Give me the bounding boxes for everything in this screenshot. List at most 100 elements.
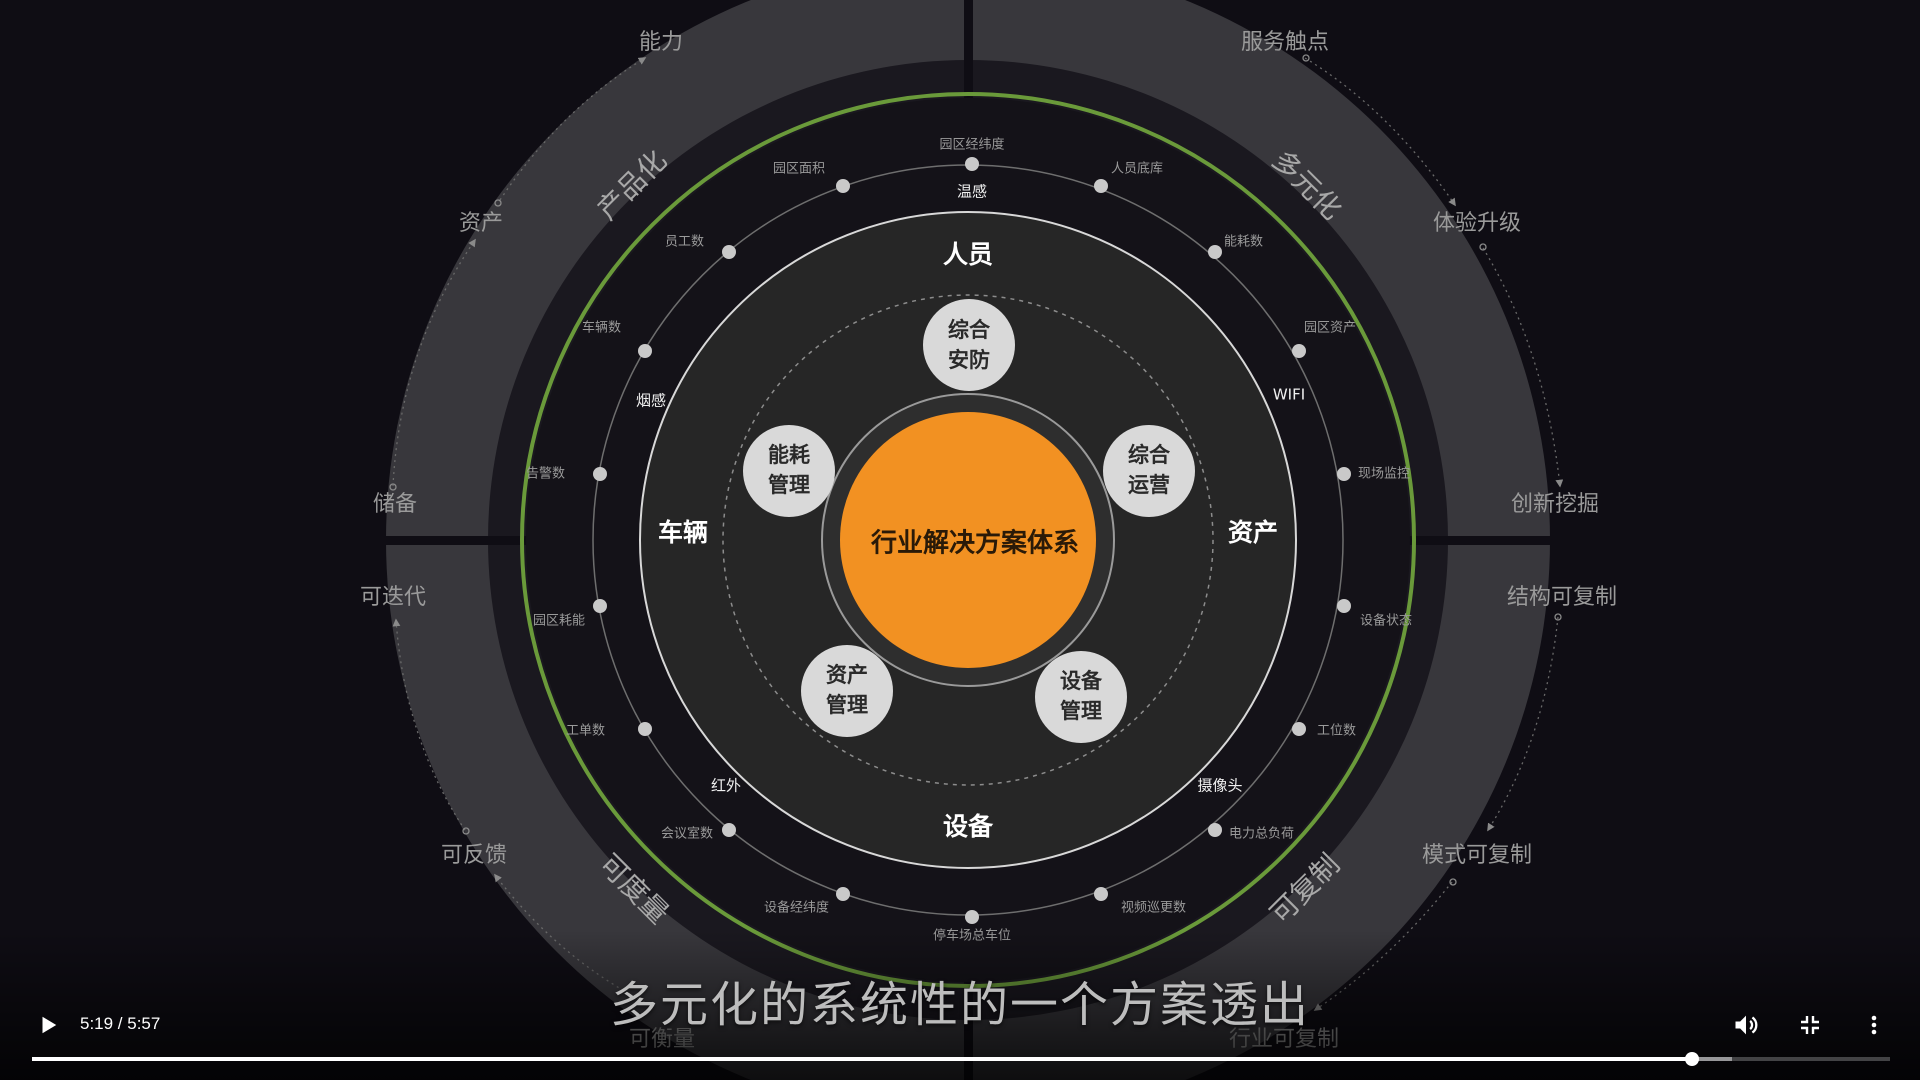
metric-node: 园区耗能 (533, 599, 607, 629)
module-bubble-circle (1035, 651, 1127, 743)
axis-label-top: 人员 (943, 240, 993, 269)
more-vert-icon (1871, 1015, 1877, 1035)
metric-node: 设备经纬度 (764, 887, 850, 916)
module-bubble: 综合 运营 (1103, 425, 1195, 517)
metric-node: 园区资产 (1292, 321, 1356, 358)
progress-bar[interactable] (32, 1052, 1890, 1066)
module-bubble: 能耗 管理 (743, 425, 835, 517)
module-orbit (722, 294, 1214, 786)
module-label-line2: 安防 (948, 348, 990, 372)
flow-node (1302, 54, 1310, 62)
flow-node (494, 199, 502, 207)
module-label-line1: 资产 (826, 663, 868, 687)
metric-dot (722, 245, 736, 259)
metric-node: 告警数 (526, 466, 607, 482)
metric-dot (593, 599, 607, 613)
metric-label: 视频巡更数 (1121, 901, 1186, 916)
metric-node: 工位数 (1292, 722, 1356, 739)
video-subtitle: 多元化的系统性的一个方案透出 (609, 977, 1310, 1033)
outer-flow-label: 结构可复制 (1507, 585, 1617, 610)
metric-node: 车辆数 (582, 320, 652, 358)
sensor-label: WIFI (1273, 386, 1305, 404)
metric-label: 园区面积 (773, 162, 825, 177)
metric-label: 人员底库 (1111, 161, 1163, 177)
metric-dot (638, 722, 652, 736)
metric-node: 能耗数 (1208, 235, 1263, 259)
metric-label: 员工数 (665, 235, 704, 250)
metric-label: 能耗数 (1224, 235, 1263, 250)
metric-dot (1094, 887, 1108, 901)
module-label-line1: 能耗 (768, 443, 810, 467)
center-label: 行业解决方案体系 (870, 528, 1079, 559)
volume-icon (1735, 1015, 1758, 1035)
module-bubble: 设备 管理 (1035, 651, 1127, 743)
metric-node: 工单数 (566, 722, 652, 739)
volume-button[interactable] (1724, 1003, 1768, 1047)
more-options-button[interactable] (1852, 1003, 1896, 1047)
center-circle (840, 412, 1096, 668)
metric-dot (965, 157, 979, 171)
metric-label: 工位数 (1317, 724, 1356, 739)
metric-dot (722, 823, 736, 837)
flow-arrow (392, 238, 476, 487)
exit-fullscreen-icon (1801, 1016, 1819, 1034)
play-icon (42, 1016, 57, 1034)
flow-node (1479, 243, 1487, 251)
metric-node: 人员底库 (1094, 161, 1163, 193)
flow-arrow (1482, 247, 1564, 488)
metric-node: 电力总负荷 (1208, 823, 1294, 842)
flow-arrow (1304, 57, 1456, 207)
module-bubble-circle (801, 645, 893, 737)
metric-label: 会议室数 (661, 826, 713, 842)
metric-label: 停车场总车位 (933, 928, 1011, 944)
flow-arrow (1487, 616, 1559, 832)
scrubber-handle[interactable] (1685, 1052, 1700, 1066)
metric-label: 现场监控 (1358, 467, 1410, 482)
sensor-label: 摄像头 (1197, 777, 1242, 795)
flow-node (1554, 613, 1562, 621)
module-bubble: 资产 管理 (801, 645, 893, 737)
outer-flow-label: 体验升级 (1433, 211, 1521, 236)
metric-node: 视频巡更数 (1094, 887, 1186, 916)
metric-label: 电力总负荷 (1229, 827, 1294, 842)
flow-node (1449, 878, 1457, 886)
play-button[interactable] (26, 1003, 70, 1047)
metric-dot (836, 179, 850, 193)
metric-dot (1337, 599, 1351, 613)
flow-node (462, 827, 470, 835)
metric-label: 设备经纬度 (764, 900, 829, 916)
outer-flow-label: 可迭代 (360, 585, 426, 610)
flow-arrow (392, 618, 466, 831)
module-bubble-circle (1103, 425, 1195, 517)
module-bubble-circle (923, 299, 1015, 391)
sensor-label: 温感 (957, 183, 987, 201)
metric-dot (1337, 467, 1351, 481)
metric-node: 设备状态 (1337, 599, 1412, 629)
flow-arrow (499, 57, 647, 201)
outer-flow-label: 创新挖掘 (1511, 492, 1599, 517)
metric-node: 现场监控 (1337, 467, 1410, 482)
outer-flow-label: 服务触点 (1241, 30, 1329, 55)
metric-dot (1208, 823, 1222, 837)
time-display: 5:19 / 5:57 (80, 1014, 161, 1033)
module-label-line2: 管理 (826, 693, 868, 717)
metric-node: 员工数 (665, 235, 736, 259)
metric-dot (1094, 179, 1108, 193)
module-label-line1: 综合 (948, 318, 991, 342)
module-bubble: 综合 安防 (923, 299, 1015, 391)
outer-flow-label: 可反馈 (441, 843, 507, 868)
sensor-label: 烟感 (636, 392, 666, 410)
metric-label: 设备状态 (1360, 613, 1412, 629)
outer-flow-dots (389, 54, 1562, 886)
metric-dot (1208, 245, 1222, 259)
metric-dot (965, 910, 979, 924)
axis-label-right: 资产 (1228, 518, 1278, 547)
module-bubble-circle (743, 425, 835, 517)
outer-flow-label: 能力 (639, 30, 683, 55)
module-label-line2: 管理 (1060, 699, 1102, 723)
exit-fullscreen-button[interactable] (1788, 1003, 1832, 1047)
metric-label: 告警数 (526, 466, 565, 482)
axis-label-left: 车辆 (658, 518, 708, 547)
metric-dot (638, 344, 652, 358)
metric-node: 会议室数 (661, 823, 736, 842)
